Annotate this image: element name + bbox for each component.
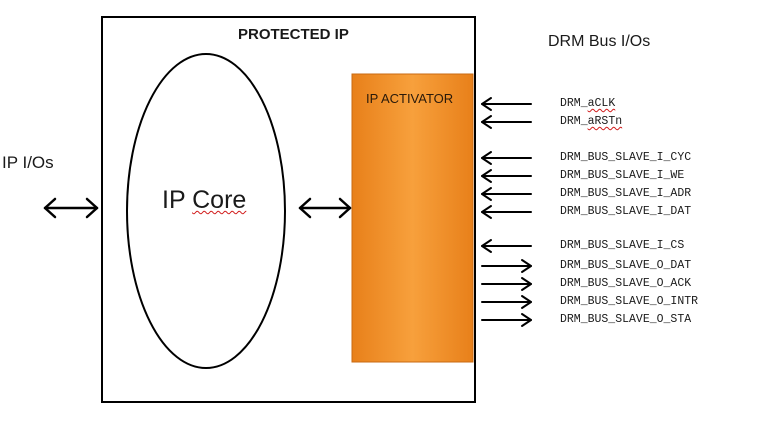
signal-label: DRM_BUS_SLAVE_I_DAT: [560, 205, 692, 218]
ip-core-label: IP Core: [162, 188, 246, 213]
ip-ios-double-arrow: [43, 197, 99, 219]
arrow-head: [481, 169, 492, 183]
protected-ip-box: [101, 16, 476, 403]
ip-core-ellipse: [126, 53, 286, 369]
inbound-arrow: [481, 205, 532, 219]
signal-label-prefix: DRM_: [560, 115, 588, 128]
inbound-arrow: [481, 169, 532, 183]
ip-core-label-word2: Core: [192, 186, 247, 214]
drm-bus-ios-title: DRM Bus I/Os: [548, 33, 651, 50]
signal-label: DRM_BUS_SLAVE_I_CS: [560, 239, 685, 252]
signal-arrows: [481, 97, 532, 327]
outbound-arrow: [481, 313, 532, 327]
arrow-head: [521, 313, 532, 327]
ip-ios-label: IP I/Os: [2, 153, 54, 172]
signal-label: DRM_BUS_SLAVE_I_WE: [560, 169, 685, 182]
arrow-head: [521, 295, 532, 309]
arrow-head: [481, 205, 492, 219]
signal-label: DRM_aCLK: [560, 98, 615, 110]
outbound-arrow: [481, 295, 532, 309]
ip-activator-label: IP ACTIVATOR: [366, 91, 454, 106]
signal-label-flagged: aRSTn: [587, 115, 623, 128]
arrow-head: [481, 187, 492, 201]
arrow-head: [481, 97, 492, 111]
signal-label: DRM_BUS_SLAVE_O_STA: [560, 313, 692, 326]
core-activator-double-arrow: [298, 197, 352, 219]
inbound-arrow: [481, 187, 532, 201]
outbound-arrow: [481, 259, 532, 273]
ip-core-label-word1: IP: [162, 186, 186, 214]
arrow-head: [521, 259, 532, 273]
inbound-arrow: [481, 97, 532, 111]
signal-label-prefix: DRM_: [560, 97, 588, 110]
signal-label: DRM_BUS_SLAVE_I_CYC: [560, 151, 692, 164]
inbound-arrow: [481, 239, 532, 253]
signal-label: DRM_BUS_SLAVE_O_ACK: [560, 277, 692, 290]
outbound-arrow: [481, 277, 532, 291]
protected-ip-title: PROTECTED IP: [238, 26, 349, 43]
signal-label: DRM_aRSTn: [560, 116, 622, 128]
signal-label: DRM_BUS_SLAVE_I_ADR: [560, 187, 692, 200]
signal-label: DRM_BUS_SLAVE_O_DAT: [560, 259, 692, 272]
inbound-arrow: [481, 151, 532, 165]
inbound-arrow: [481, 115, 532, 129]
arrow-head: [521, 277, 532, 291]
arrow-head: [481, 239, 492, 253]
signal-label-flagged: aCLK: [587, 97, 616, 110]
signal-label: DRM_BUS_SLAVE_O_INTR: [560, 295, 699, 308]
ip-activator-block: [351, 73, 474, 363]
arrow-head: [481, 115, 492, 129]
arrow-head: [481, 151, 492, 165]
